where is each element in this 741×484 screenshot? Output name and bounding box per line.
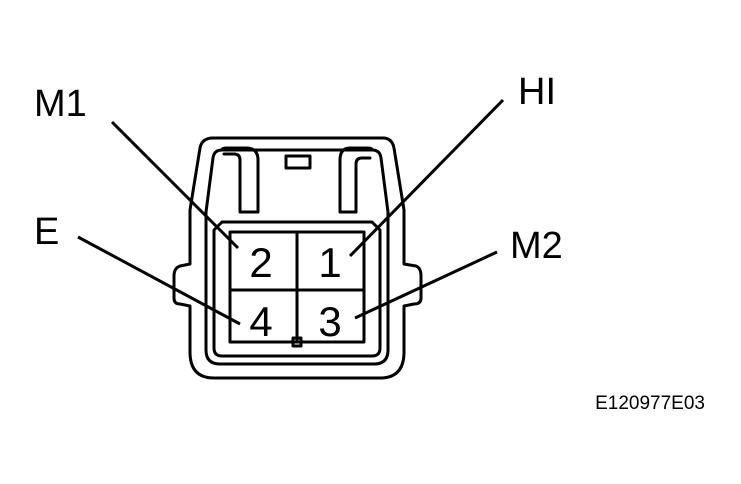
pin-number-4: 4 xyxy=(249,298,272,345)
cavity-frame-outline xyxy=(212,220,382,358)
connector-housing xyxy=(172,136,423,380)
top-key-tab xyxy=(284,154,312,170)
label-e: E xyxy=(34,211,59,253)
leader-line-e xyxy=(77,235,241,326)
pin-number-2: 2 xyxy=(249,239,272,286)
housing-inner-outline xyxy=(204,148,390,366)
leader-line-hi xyxy=(348,98,505,258)
label-m2: M2 xyxy=(510,225,563,267)
label-m1: M1 xyxy=(34,83,87,125)
leader-line-m1 xyxy=(110,120,240,250)
pin-number-1: 1 xyxy=(318,239,341,286)
figure-id: E120977E03 xyxy=(595,393,705,414)
leader-lines xyxy=(77,98,505,326)
right-latch xyxy=(338,146,374,214)
pin-numbers: 2 1 4 3 xyxy=(249,239,341,345)
left-latch xyxy=(220,146,260,214)
label-hi: HI xyxy=(518,71,556,113)
callout-labels: M1 HI E M2 xyxy=(34,71,563,267)
pin-number-3: 3 xyxy=(318,298,341,345)
leader-line-m2 xyxy=(354,250,498,320)
bottom-key-notch xyxy=(291,336,303,348)
housing-outer-outline xyxy=(172,136,423,380)
